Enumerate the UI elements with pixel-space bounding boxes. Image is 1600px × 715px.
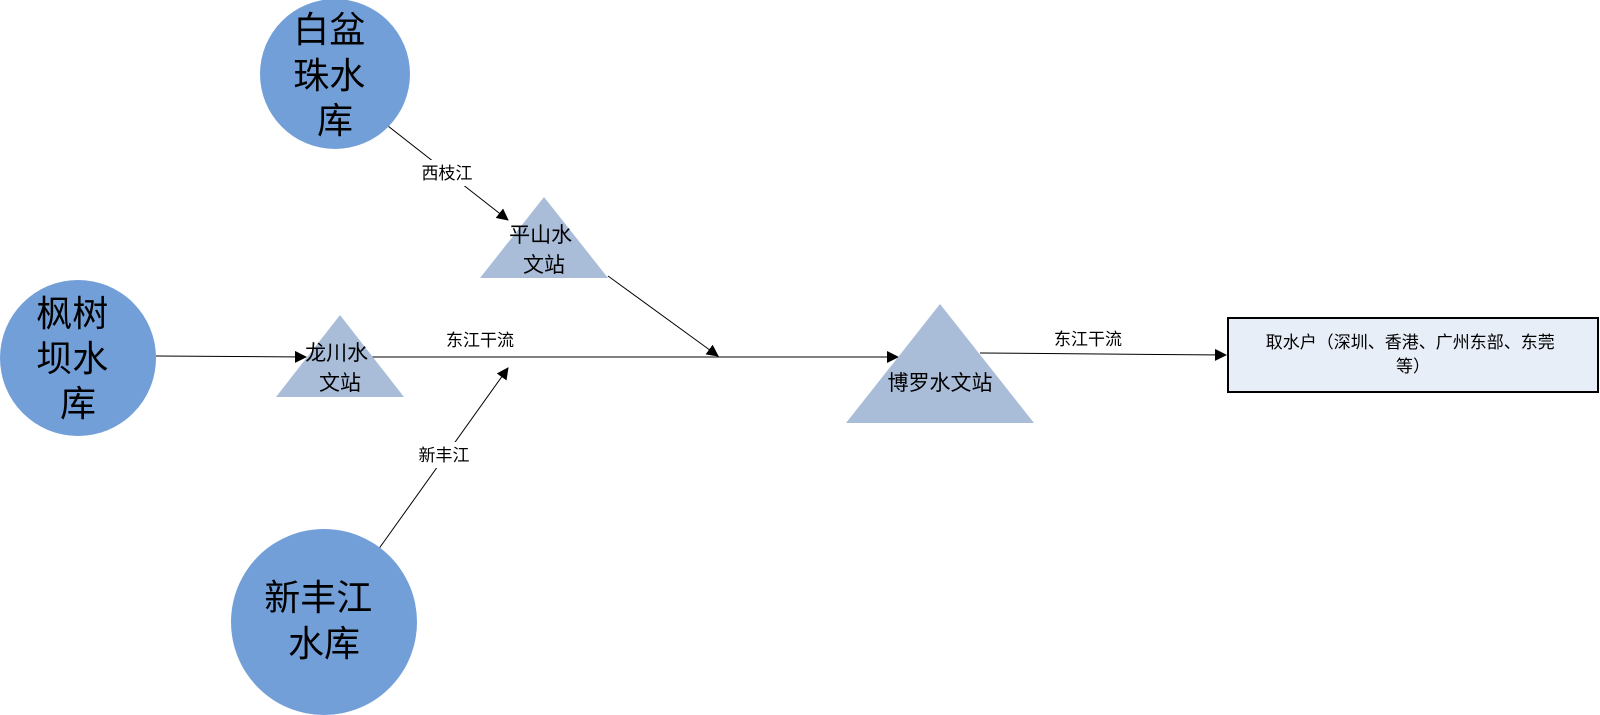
reservoir-fengshuba: 枫树 坝水 库 [0,280,156,436]
reservoir-baipenzhu-line-3: 库 [317,101,353,142]
water-consumer-line-2: 等） [1396,357,1430,377]
reservoir-fengshuba-line-3: 库 [60,384,96,425]
reservoir-xinfengjiang: 新丰江 水库 [231,529,417,715]
svg-text:枫树 坝水 库: 枫树 坝水 库 [36,294,119,425]
svg-text:博罗水文站: 博罗水文站 [888,371,993,395]
water-consumer-box: 取水户（深圳、香港、广州东部、东莞 等） [1227,317,1599,393]
edge-label-xizhijiang: 西枝江 [422,164,473,184]
svg-text:平山水 文站: 平山水 文站 [509,223,579,277]
edge-pingshan-to-main [607,275,719,357]
reservoir-fengshuba-line-2: 坝水 [36,339,108,380]
svg-text:新丰江 水库: 新丰江 水库 [264,578,383,665]
station-boluo-label: 博罗水文站 [888,371,993,395]
reservoir-baipenzhu: 白盆 珠水 库 [260,0,410,149]
reservoir-baipenzhu-line-2: 珠水 [293,56,365,97]
edge-label-dongjiang-main-2: 东江干流 [1054,330,1122,350]
svg-text:取水户（深圳、香港、广州东部、东莞 等）: 取水户（深圳、香港、广州东部、东莞 等） [1266,333,1560,377]
svg-text:白盆 珠水 库: 白盆 珠水 库 [293,10,376,142]
station-longchuan-line-1: 龙川水 [305,341,368,365]
station-pingshan-line-1: 平山水 [509,223,572,247]
svg-text:龙川水 文站: 龙川水 文站 [305,341,375,395]
station-longchuan-line-2: 文站 [319,371,361,395]
edge-fengshuba-to-longchuan [155,350,307,363]
station-boluo: 博罗水文站 [846,304,1034,423]
station-pingshan-line-2: 文站 [523,253,565,277]
reservoir-fengshuba-line-1: 枫树 [36,294,108,335]
reservoir-xinfengjiang-line-1: 新丰江 [264,578,372,619]
water-consumer-line-1: 取水户（深圳、香港、广州东部、东莞 [1266,333,1555,353]
reservoir-xinfengjiang-line-2: 水库 [288,624,360,665]
station-pingshan: 平山水 文站 [480,197,608,278]
edge-boluo-to-consumer [979,348,1227,361]
reservoir-baipenzhu-line-1: 白盆 [293,10,365,51]
edge-label-xinfengjiang: 新丰江 [419,446,470,466]
edge-label-dongjiang-main-1: 东江干流 [446,331,514,351]
station-longchuan: 龙川水 文站 [276,315,404,397]
